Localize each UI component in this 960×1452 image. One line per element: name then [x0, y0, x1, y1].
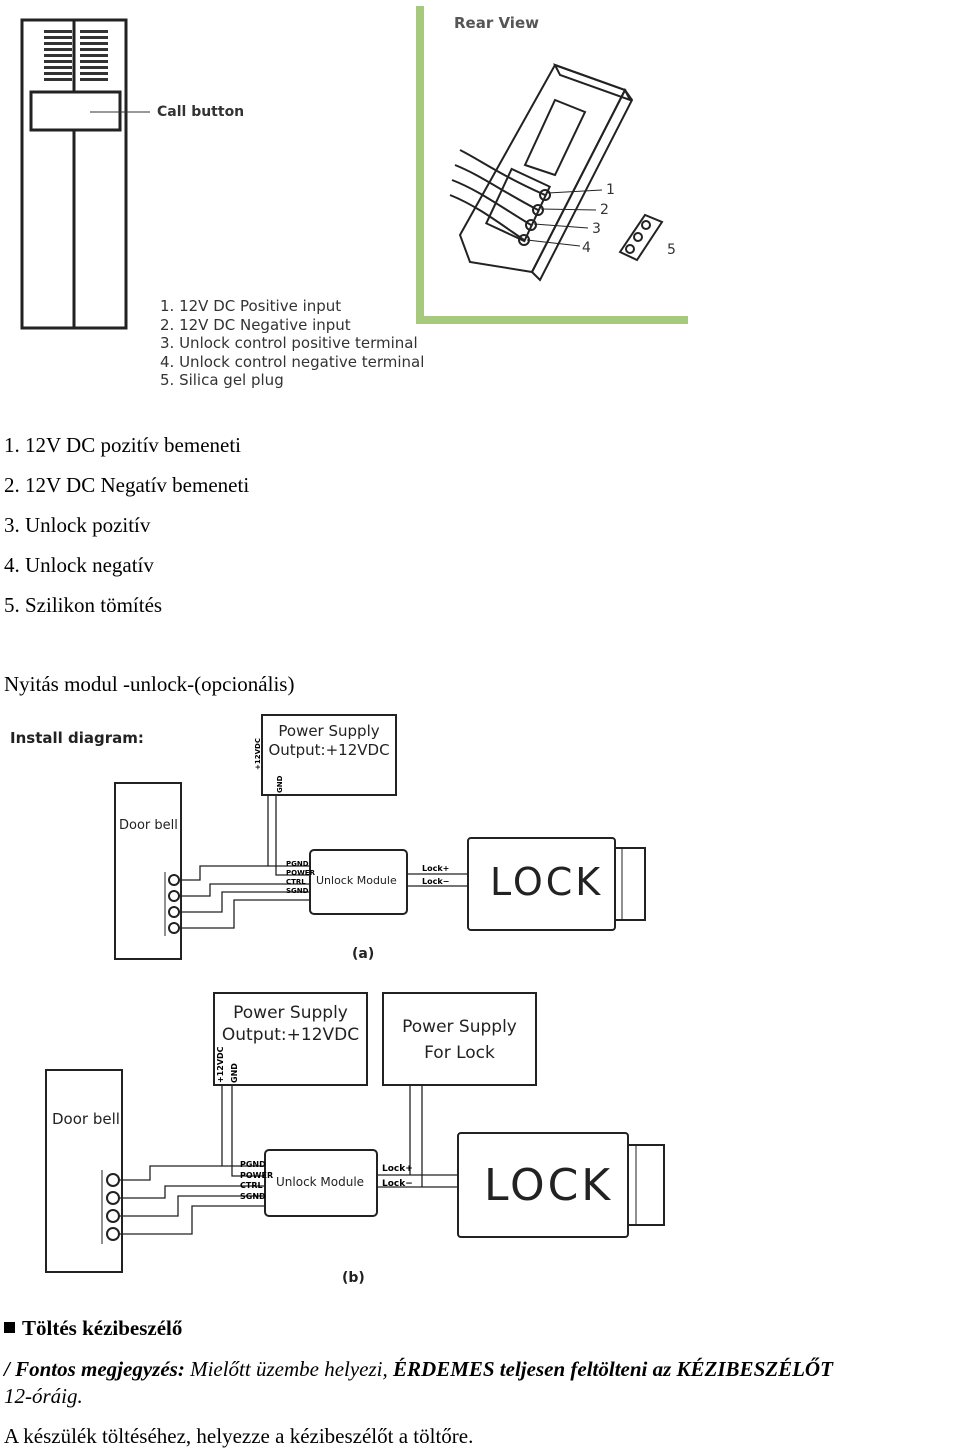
rear-view-illustration [449, 63, 634, 282]
door-station-front-illustration [20, 18, 128, 330]
rear-view-legend: 1. 12V DC Positive input 2. 12V DC Negat… [160, 297, 424, 390]
pin-label: POWER [240, 1170, 274, 1180]
pin-label: CTRL [240, 1181, 263, 1190]
install-diagram [45, 714, 665, 1273]
door-bell-a-box [114, 782, 182, 960]
list-item: 1. 12V DC pozitív bemeneti [4, 433, 241, 457]
gnd-label-b: GND [230, 1063, 239, 1083]
rear-view-title: Rear View [454, 14, 539, 32]
unlock-module-b-label: Unlock Module [276, 1175, 365, 1189]
power-supply-a-line1: Power Supply [278, 722, 380, 740]
note-text-2: 12-óráig. [4, 1384, 83, 1408]
hungarian-terminal-list: 1. 12V DC pozitív bemeneti 2. 12V DC Neg… [4, 425, 249, 625]
legend-item: 3. Unlock control positive terminal [160, 334, 418, 352]
bullet-square-icon [4, 1322, 15, 1333]
callout-2: 2 [600, 202, 609, 218]
pin-label: POWER [286, 869, 315, 877]
charging-instruction: A készülék töltéséhez, helyezze a kézibe… [4, 1424, 474, 1448]
power-supply-lock-line2: For Lock [424, 1043, 495, 1063]
pin-label: PGND [240, 1160, 266, 1169]
unlock-module-a-label: Unlock Module [316, 874, 397, 887]
power-supply-a-label: Power Supply Output:+12VDC [262, 722, 396, 760]
caption-b: (b) [342, 1270, 365, 1286]
lock-b-bolt [627, 1144, 665, 1226]
important-note: / Fontos megjegyzés: Mielőtt üzembe hely… [4, 1354, 960, 1384]
legend-item: 2. 12V DC Negative input [160, 315, 351, 334]
list-item: 5. Szilikon tömítés [4, 593, 163, 617]
unlock-module-heading: Nyitás modul -unlock-(opcionális) [4, 672, 295, 696]
note-emphasis: ÉRDEMES teljesen feltölteni az KÉZIBESZÉ… [393, 1357, 833, 1381]
call-button-label: Call button [157, 104, 245, 120]
power-supply-a-box [261, 714, 397, 796]
lock-minus-b: Lock− [382, 1179, 413, 1189]
legend-item: 5. Silica gel plug [160, 371, 284, 389]
pin-label: CTRL [286, 878, 306, 886]
power-supply-b-box [213, 992, 368, 1086]
power-supply-b-line1: Power Supply [233, 1003, 348, 1023]
unlock-module-b-box [264, 1149, 378, 1217]
vdc-label-b: +12VDC [216, 1046, 225, 1083]
unlock-module-a-box [309, 849, 408, 915]
lock-minus-a: Lock− [422, 877, 450, 886]
silica-gel-plug-illustration [618, 213, 664, 262]
vdc-label-a: +12VDC [254, 738, 262, 770]
top-figure [20, 6, 688, 330]
lock-a-label: LOCK [490, 860, 604, 904]
power-supply-b-line2: Output:+12VDC [221, 1025, 360, 1045]
power-supply-a-line2: Output:+12VDC [268, 741, 390, 759]
speaker-grille [44, 30, 108, 81]
door-bell-b-box [45, 1069, 123, 1273]
lock-plus-a: Lock+ [422, 864, 450, 873]
caption-a: (a) [352, 946, 375, 962]
list-item: 4. Unlock negatív [4, 553, 154, 577]
charging-heading-text: Töltés kézibeszélő [22, 1316, 183, 1340]
gnd-label-a: GND [276, 775, 284, 793]
pin-labels-a: PGND POWER CTRL SGND [286, 860, 315, 896]
pin-label: SGND [240, 1191, 266, 1201]
pin-labels-b: PGND POWER CTRL SGND [240, 1160, 273, 1202]
pin-label: PGND [286, 860, 309, 868]
power-supply-lock-box [382, 992, 537, 1086]
install-diagram-title: Install diagram: [10, 729, 144, 747]
callout-1: 1 [606, 182, 615, 198]
power-supply-b-label: Power Supply Output:+12VDC [214, 1002, 367, 1046]
door-bell-b-label: Door bell [52, 1110, 120, 1128]
note-label: / Fontos megjegyzés: [4, 1357, 185, 1381]
door-bell-a-label: Door bell [119, 818, 178, 833]
charging-heading: Töltés kézibeszélő [4, 1316, 182, 1341]
legend-item: 4. Unlock control negative terminal [160, 352, 425, 371]
legend-item: 1. 12V DC Positive input [160, 297, 342, 315]
lock-a-bolt [614, 847, 646, 921]
callout-3: 3 [592, 221, 601, 237]
list-item: 2. 12V DC Negatív bemeneti [4, 473, 250, 497]
lock-b-label: LOCK [484, 1160, 614, 1211]
note-text-1: Mielőtt üzembe helyezi, [184, 1357, 394, 1381]
callout-4: 4 [582, 240, 591, 256]
power-supply-lock-label: Power Supply For Lock [383, 1014, 536, 1066]
list-item: 3. Unlock pozitív [4, 513, 151, 537]
power-supply-lock-line1: Power Supply [402, 1017, 517, 1037]
lock-plus-b: Lock+ [382, 1164, 413, 1174]
pin-label: SGND [286, 887, 309, 895]
rear-view-frame [416, 6, 688, 324]
callout-5: 5 [667, 242, 676, 258]
